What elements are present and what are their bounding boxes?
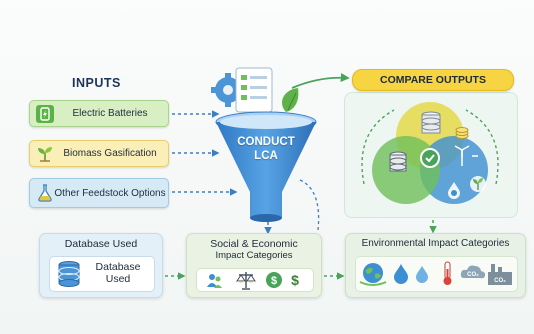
compare-outputs-banner: COMPARE OUTPUTS bbox=[352, 69, 514, 91]
globe-icon bbox=[359, 263, 387, 286]
wind-turbine-icon bbox=[454, 145, 478, 166]
environment-icons: CO₂ CO₂ bbox=[359, 261, 512, 286]
dollar-icon: $ bbox=[291, 272, 299, 288]
database-icon bbox=[421, 111, 441, 134]
flask-icon bbox=[36, 184, 54, 202]
input-other-feedstock: Other Feedstock Options bbox=[29, 178, 169, 208]
checklist-icon bbox=[235, 67, 273, 113]
scales-icon bbox=[236, 272, 256, 290]
co2-cloud-label: CO₂ bbox=[467, 272, 479, 278]
database-label-line2: Used bbox=[105, 273, 131, 285]
database-icon bbox=[58, 261, 80, 287]
input-label: Other Feedstock Options bbox=[54, 187, 166, 199]
inputs-title: INPUTS bbox=[72, 76, 121, 90]
social-title-line1: Social & Economic bbox=[210, 238, 298, 250]
leaf-icon bbox=[282, 88, 299, 112]
outputs-venn bbox=[361, 102, 499, 204]
dollar-coin-icon: $ bbox=[266, 272, 282, 288]
social-icons: $ $ bbox=[207, 272, 299, 290]
thermometer-icon bbox=[443, 261, 452, 285]
conduct-label-line1: CONDUCT bbox=[237, 136, 295, 148]
dollar-symbol: $ bbox=[291, 272, 299, 288]
conduct-label-line2: LCA bbox=[254, 150, 278, 162]
co2-factory-label: CO₂ bbox=[494, 278, 506, 284]
co2-cloud-icon: CO₂ bbox=[460, 265, 486, 279]
database-panel-title: Database Used bbox=[64, 238, 138, 250]
database-card-label: Database Used bbox=[83, 261, 153, 285]
environment-panel-title: Environmental Impact Categories bbox=[361, 238, 510, 249]
arrow-to-outputs bbox=[291, 73, 350, 89]
water-drop-icon bbox=[394, 264, 408, 284]
co2-factory-icon: CO₂ bbox=[488, 264, 512, 285]
social-panel-title: Social & Economic Impact Categories bbox=[186, 238, 322, 262]
sprout-icon bbox=[36, 145, 54, 163]
social-title-line2: Impact Categories bbox=[215, 250, 293, 261]
battery-bolt-icon bbox=[36, 104, 54, 123]
check-icon bbox=[420, 148, 440, 168]
database-label-line1: Database bbox=[95, 261, 141, 273]
input-electric-batteries: Electric Batteries bbox=[29, 100, 169, 127]
dollar-coin-symbol: $ bbox=[271, 275, 277, 287]
database-icon bbox=[389, 151, 407, 172]
water-drop-icon bbox=[416, 266, 428, 283]
lca-funnel bbox=[211, 67, 317, 222]
coins-icon bbox=[455, 127, 469, 139]
input-label: Electric Batteries bbox=[72, 108, 148, 119]
input-label: Biomass Gasification bbox=[63, 148, 157, 159]
input-biomass-gasification: Biomass Gasification bbox=[29, 140, 169, 167]
sprout-icon bbox=[470, 176, 486, 192]
water-drop-icon bbox=[448, 182, 460, 199]
people-icon bbox=[207, 274, 222, 288]
conduct-lca-label: CONDUCT LCA bbox=[224, 135, 308, 163]
arrow-funnel-right bbox=[299, 179, 320, 231]
